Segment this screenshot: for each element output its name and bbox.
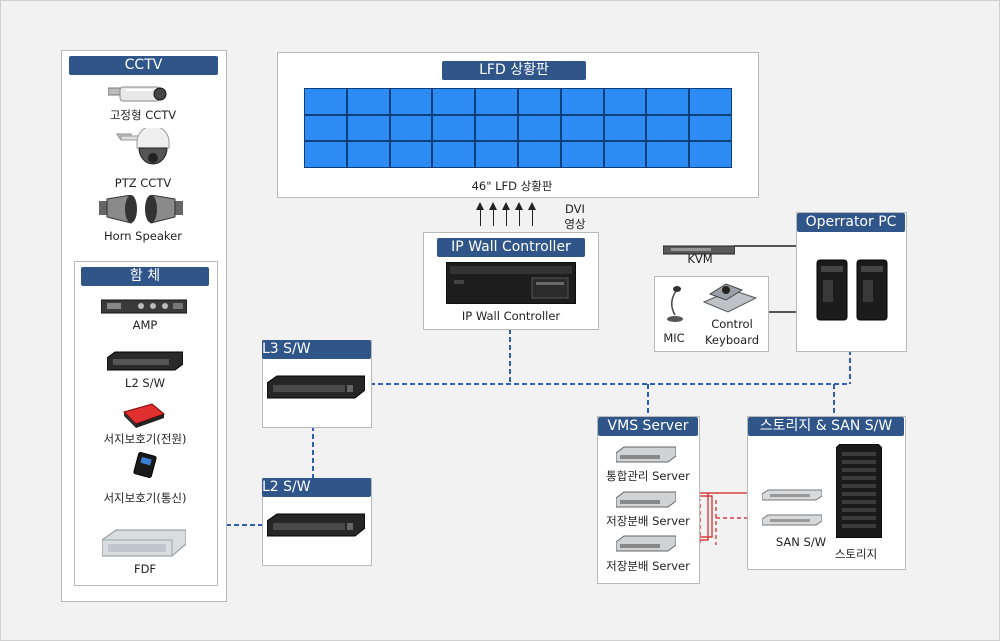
lfd-tile xyxy=(560,141,604,168)
horn-speaker-icon xyxy=(97,194,185,229)
lfd-tile xyxy=(475,114,518,142)
lfd-tile xyxy=(389,141,433,168)
lfd-tile xyxy=(518,114,561,142)
lfd-tile xyxy=(518,88,561,115)
server-1-icon xyxy=(615,446,677,468)
lfd-tile xyxy=(603,114,647,142)
surge-protector-power-icon xyxy=(122,402,166,434)
lfd-tile xyxy=(689,88,732,115)
lfd-tile xyxy=(646,88,690,115)
lfd-video-wall xyxy=(304,88,732,168)
lfd-tile xyxy=(603,141,647,168)
lfd-tile xyxy=(389,114,433,142)
server-3-icon xyxy=(615,535,677,557)
mic-label: MIC xyxy=(663,331,685,345)
fdf-panel-icon xyxy=(101,528,187,562)
operator-pc-panel xyxy=(796,212,907,352)
operator-pc-tower-icon xyxy=(815,258,889,326)
control-keyboard-icon xyxy=(702,280,758,318)
l2-switch-header: L2 S/W xyxy=(262,478,371,497)
horn-speaker-label: Horn Speaker xyxy=(104,229,182,243)
lfd-tile xyxy=(304,114,347,142)
l3-switch-header: L3 S/W xyxy=(262,340,371,359)
lfd-tile xyxy=(518,141,561,168)
lfd-tile xyxy=(389,88,433,115)
l2-switch-small-icon xyxy=(106,350,184,378)
enclosure-header: 함 체 xyxy=(81,267,209,286)
lfd-tile xyxy=(475,141,518,168)
lfd-tile xyxy=(475,88,518,115)
lfd-header: LFD 상황판 xyxy=(442,61,586,80)
lfd-tile xyxy=(689,141,732,168)
l3-switch-device-icon xyxy=(266,374,366,406)
fixed-cctv-camera-icon xyxy=(107,84,170,108)
lfd-tile xyxy=(646,114,690,142)
amp-label: AMP xyxy=(132,318,158,332)
san-switch-1-icon xyxy=(761,486,823,505)
microphone-icon xyxy=(664,285,686,329)
surge-comm-label: 서지보호기(통신) xyxy=(103,491,187,505)
lfd-tile xyxy=(432,88,476,115)
storage-header: 스토리지 & SAN S/W xyxy=(748,417,904,436)
san-switch-2-icon xyxy=(761,511,823,530)
lfd-tile xyxy=(304,141,347,168)
lfd-tile xyxy=(304,88,347,115)
ptz-cctv-camera-icon xyxy=(115,125,171,178)
vms-server-header: VMS Server xyxy=(598,417,698,436)
operator-pc-header: Operrator PC xyxy=(797,213,905,232)
lfd-tile xyxy=(432,114,476,142)
kvm-label: KVM xyxy=(687,252,713,266)
lfd-tile xyxy=(346,141,390,168)
fixed-cctv-label: 고정형 CCTV xyxy=(109,108,177,122)
wall-controller-header: IP Wall Controller xyxy=(437,238,585,257)
lfd-tile xyxy=(689,114,732,142)
server-2-label: 저장분배 Server xyxy=(606,514,690,528)
control-keyboard-label-line2: Keyboard xyxy=(704,333,760,347)
lfd-tile xyxy=(346,114,390,142)
cctv-header: CCTV xyxy=(69,56,218,75)
wall-controller-device-icon xyxy=(445,261,577,308)
wall-controller-label: IP Wall Controller xyxy=(461,309,561,323)
dvi-label-line2: 영상 xyxy=(564,217,586,231)
surge-protector-comm-icon xyxy=(132,451,162,486)
dvi-label-line1: DVI xyxy=(565,202,585,216)
lfd-caption: 46" LFD 상황판 xyxy=(471,179,553,193)
lfd-tile xyxy=(603,88,647,115)
ptz-cctv-label: PTZ CCTV xyxy=(114,176,172,190)
control-keyboard-label-line1: Control xyxy=(711,317,753,331)
storage-rack-icon xyxy=(835,443,883,542)
lfd-tile xyxy=(432,141,476,168)
lfd-tile xyxy=(346,88,390,115)
surge-power-label: 서지보호기(전원) xyxy=(103,432,187,446)
server-3-label: 저장분배 Server xyxy=(606,559,690,573)
enclosure-l2-label: L2 S/W xyxy=(125,376,165,390)
fdf-label: FDF xyxy=(133,562,157,576)
lfd-tile xyxy=(560,114,604,142)
server-1-label: 통합관리 Server xyxy=(606,469,690,483)
storage-label: 스토리지 xyxy=(834,547,878,561)
lfd-tile xyxy=(646,141,690,168)
san-switch-label: SAN S/W xyxy=(775,535,827,549)
server-2-icon xyxy=(615,491,677,513)
amp-device-icon xyxy=(100,299,188,319)
l2-switch-device-icon xyxy=(266,512,366,544)
lfd-tile xyxy=(560,88,604,115)
